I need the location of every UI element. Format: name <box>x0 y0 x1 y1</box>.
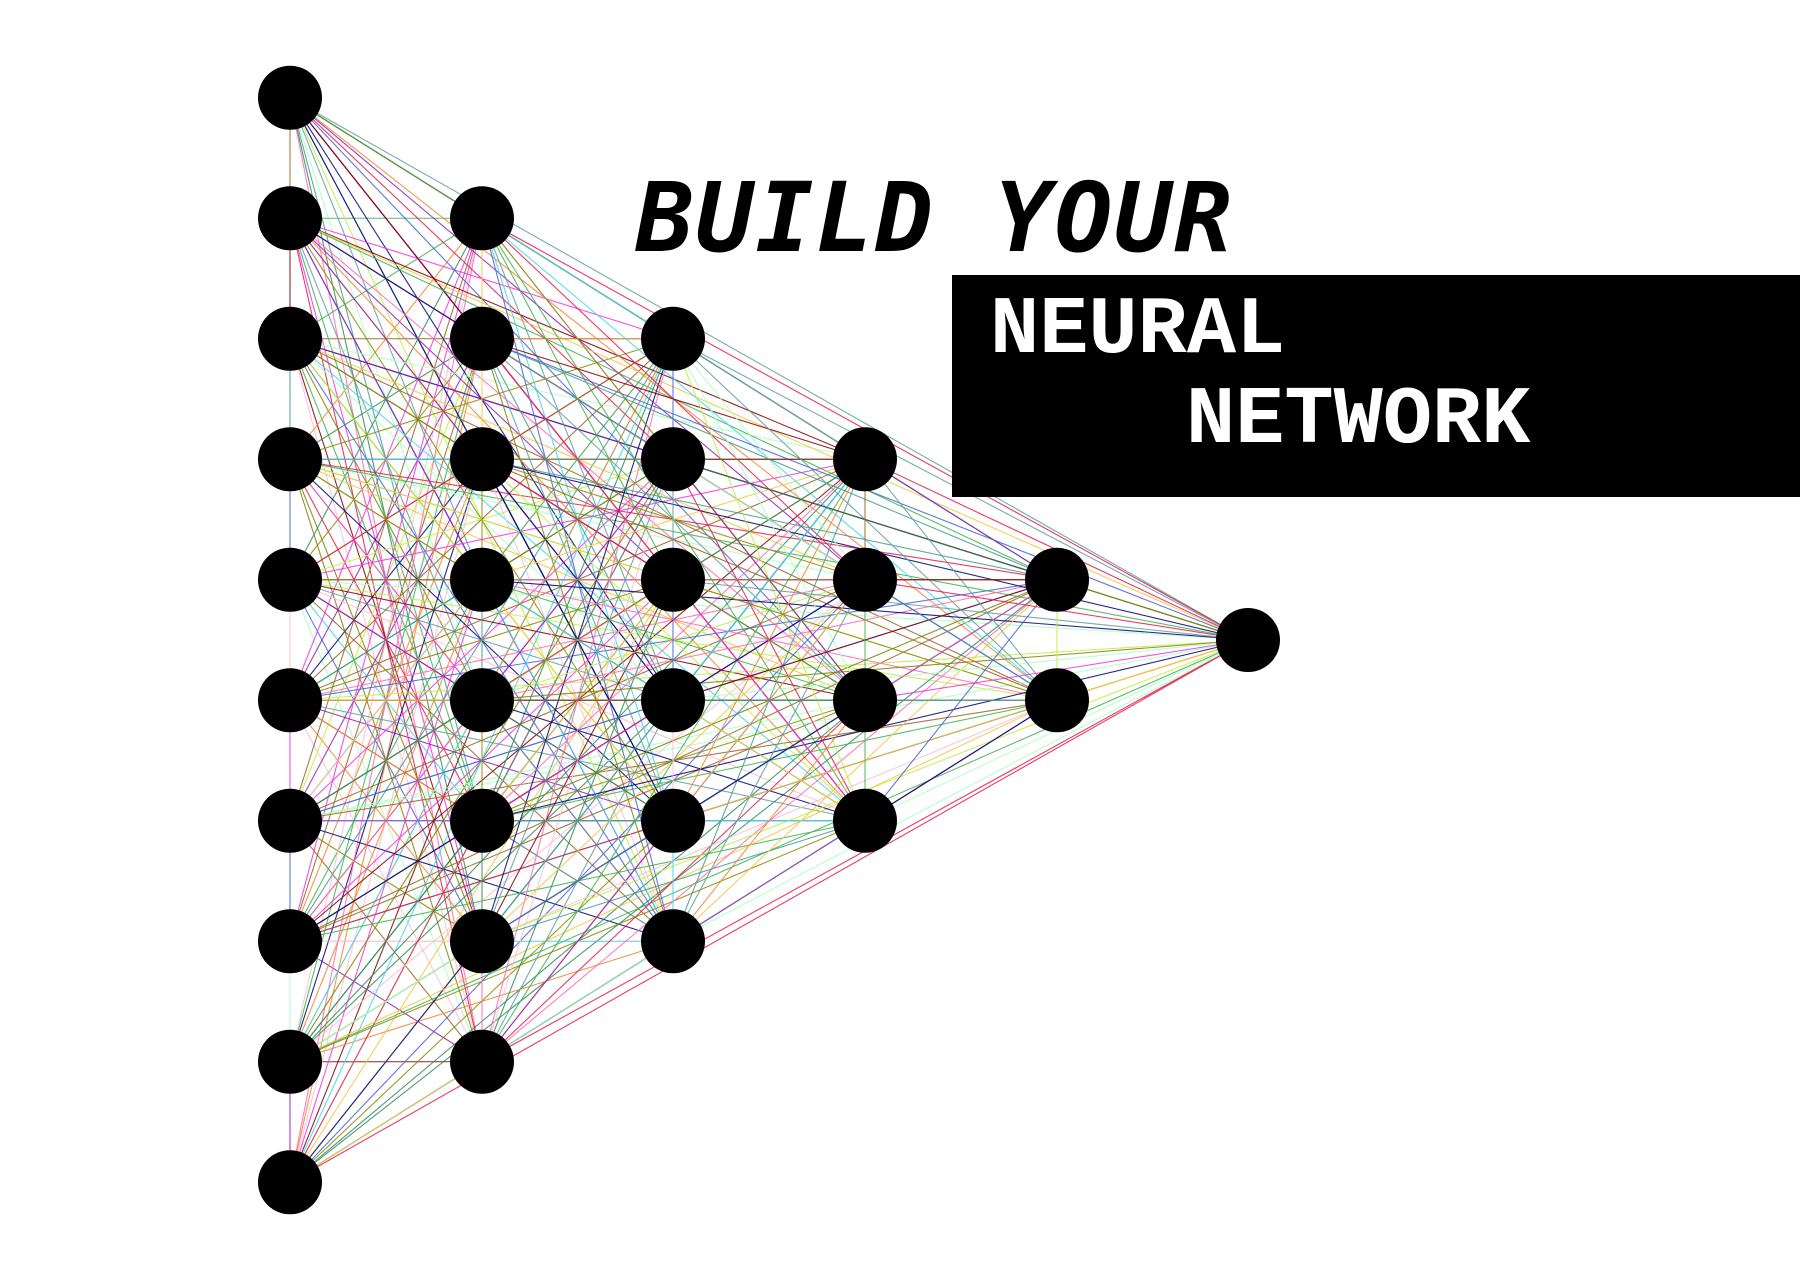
network-node-layer-4-3 <box>833 668 897 733</box>
network-node-layer-2-4 <box>450 547 514 612</box>
network-node-layer-2-8 <box>450 1029 514 1094</box>
network-node-layer-5-2 <box>1025 668 1089 733</box>
network-edge <box>672 699 866 942</box>
network-node-layer-1-1 <box>258 65 322 130</box>
network-node-layer-2-2 <box>450 306 514 371</box>
network-edges <box>289 97 1249 1183</box>
network-node-layer-3-2 <box>641 427 705 492</box>
network-node-layer-6-1 <box>1216 608 1280 672</box>
network-edge <box>672 458 866 822</box>
network-node-layer-2-5 <box>450 668 514 733</box>
network-node-layer-1-7 <box>258 788 322 853</box>
network-edge <box>1056 579 1249 641</box>
network-edge <box>864 579 1058 701</box>
network-node-layer-1-8 <box>258 909 322 974</box>
network-node-layer-3-1 <box>641 306 705 371</box>
network-node-layer-2-1 <box>450 186 514 251</box>
network-node-layer-3-3 <box>641 547 705 612</box>
network-node-layer-4-2 <box>833 547 897 612</box>
network-node-layer-2-3 <box>450 427 514 492</box>
network-node-layer-3-4 <box>641 668 705 733</box>
network-nodes <box>258 65 1280 1215</box>
title-box <box>952 275 1800 497</box>
network-node-layer-1-4 <box>258 427 322 492</box>
title-build-your: BUILD YOUR <box>636 162 1234 274</box>
network-edge <box>672 639 1249 701</box>
network-edge <box>1056 639 1249 701</box>
network-edge <box>289 639 1249 1183</box>
network-edge <box>289 97 1249 641</box>
network-node-layer-1-2 <box>258 186 322 251</box>
network-node-layer-1-3 <box>258 306 322 371</box>
network-edge <box>864 579 1058 822</box>
network-node-layer-2-7 <box>450 909 514 974</box>
network-node-layer-3-5 <box>641 788 705 853</box>
network-node-layer-1-10 <box>258 1150 322 1215</box>
network-edge <box>672 579 1249 641</box>
network-node-layer-1-9 <box>258 1029 322 1094</box>
network-node-layer-2-6 <box>450 788 514 853</box>
title-neural: NEURAL <box>990 284 1286 377</box>
network-edge <box>864 699 1058 822</box>
network-node-layer-1-6 <box>258 668 322 733</box>
title-network: NETWORK <box>1186 374 1531 467</box>
network-edge <box>672 639 1249 942</box>
network-edge <box>864 458 1058 581</box>
network-node-layer-1-5 <box>258 547 322 612</box>
network-node-layer-5-1 <box>1025 547 1089 612</box>
network-node-layer-3-6 <box>641 909 705 974</box>
network-node-layer-4-4 <box>833 788 897 853</box>
network-node-layer-4-1 <box>833 427 897 492</box>
